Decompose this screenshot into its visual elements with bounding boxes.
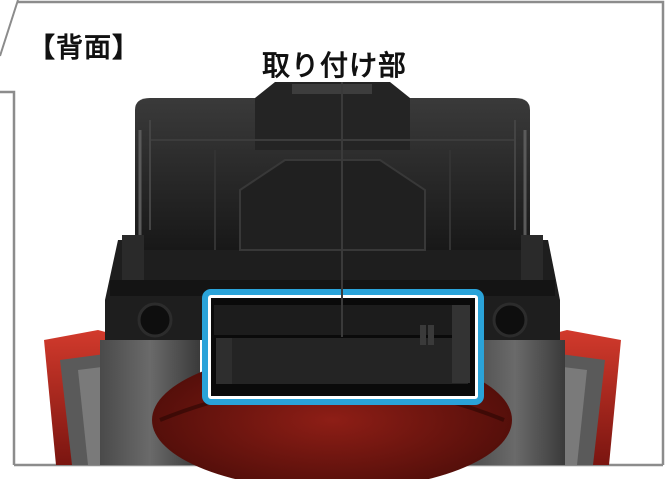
callout-label: 取り付け部 (262, 49, 408, 82)
view-label: 【背面】 (28, 33, 140, 64)
